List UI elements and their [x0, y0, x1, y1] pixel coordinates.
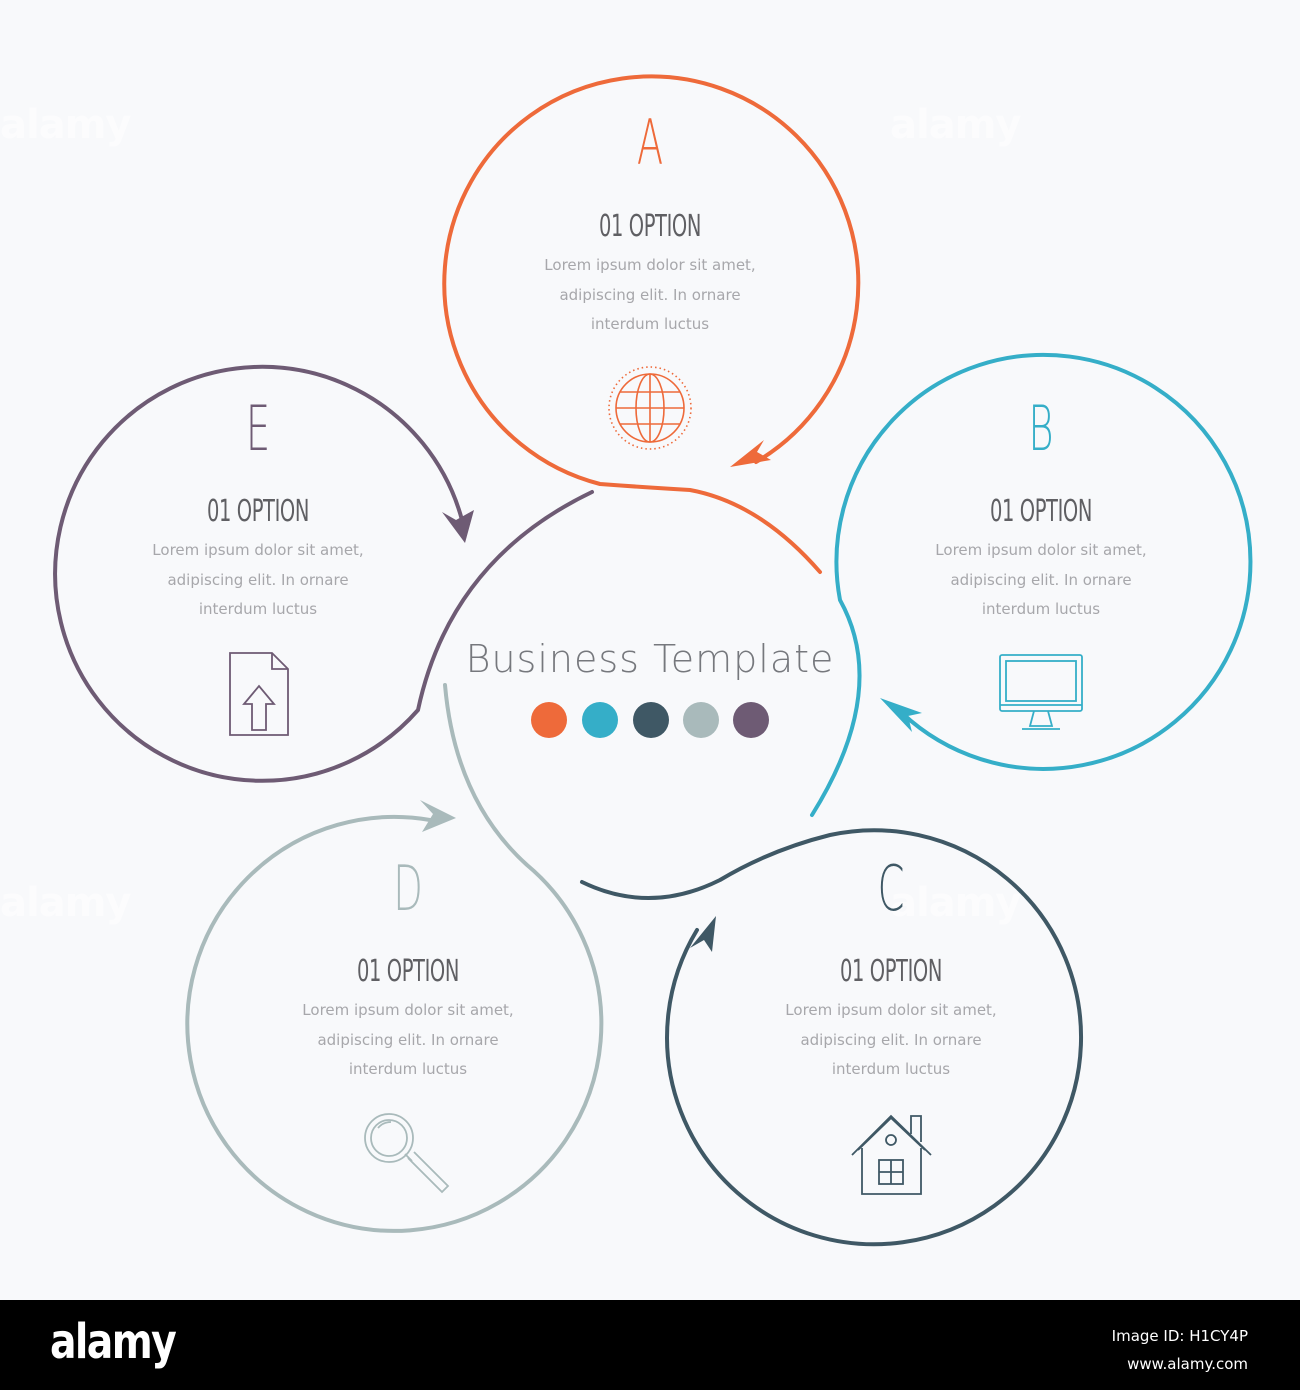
step-e-line: adipiscing elit. In ornare [167, 570, 349, 589]
step-c-option: 01 OPTION [839, 954, 943, 989]
step-d-option: 01 OPTION [356, 954, 460, 989]
step-d-line: Lorem ipsum dolor sit amet, [302, 1001, 514, 1019]
step-b-arrow [880, 698, 922, 732]
step-a-text: Lorem ipsum dolor sit amet, adipiscing e… [520, 251, 780, 340]
step-e-line: Lorem ipsum dolor sit amet, [152, 541, 364, 559]
step-c-letter: C [877, 852, 905, 925]
step-c-line: Lorem ipsum dolor sit amet, [785, 1001, 997, 1019]
step-b-ring [810, 352, 1253, 817]
color-dot [582, 702, 618, 738]
footer-bar: alamy Image ID: H1CY4P www.alamy.com [0, 1300, 1300, 1390]
step-b-text: Lorem ipsum dolor sit amet, adipiscing e… [911, 536, 1171, 625]
center-title: Business Template [465, 637, 835, 681]
magnifier-icon [364, 1113, 450, 1194]
step-c-ring [580, 828, 1084, 1247]
step-a-line: interdum luctus [590, 315, 710, 333]
watermark: alamy [890, 880, 1021, 926]
step-e-option: 01 OPTION [206, 494, 310, 529]
step-e-letter: E [245, 392, 271, 465]
image-id: Image ID: H1CY4P [1111, 1327, 1248, 1345]
step-c-line: adipiscing elit. In ornare [800, 1030, 982, 1049]
step-b-line: interdum luctus [981, 600, 1101, 618]
step-b-letter: B [1028, 392, 1054, 465]
color-dot [531, 702, 567, 738]
step-c-text: Lorem ipsum dolor sit amet, adipiscing e… [761, 996, 1021, 1085]
color-dot [633, 702, 669, 738]
footer-logo: alamy [50, 1314, 177, 1370]
step-c-line: interdum luctus [831, 1060, 951, 1078]
step-b-option: 01 OPTION [989, 494, 1093, 529]
file-upload-icon [229, 652, 289, 736]
step-c-arrow [690, 916, 716, 952]
step-a-option: 01 OPTION [598, 209, 702, 244]
color-dot [733, 702, 769, 738]
globe-icon [608, 366, 692, 450]
step-b-line: Lorem ipsum dolor sit amet, [935, 541, 1147, 559]
step-e-line: interdum luctus [198, 600, 318, 618]
step-e-text: Lorem ipsum dolor sit amet, adipiscing e… [128, 536, 388, 625]
step-a-line: adipiscing elit. In ornare [559, 285, 741, 304]
step-e-ring [53, 364, 594, 783]
step-b-line: adipiscing elit. In ornare [950, 570, 1132, 589]
watermark: alamy [0, 102, 131, 148]
step-a-line: Lorem ipsum dolor sit amet, [544, 256, 756, 274]
step-d-text: Lorem ipsum dolor sit amet, adipiscing e… [278, 996, 538, 1085]
footer-info: Image ID: H1CY4P www.alamy.com [1112, 1322, 1248, 1378]
step-e-arrow [442, 510, 474, 543]
step-d-arrow [420, 800, 456, 832]
infographic-canvas: alamy alamy alamy alamy A 01 OPTION Lore… [0, 74, 1253, 1247]
step-a-arrow [730, 440, 771, 467]
color-dots [531, 702, 769, 738]
step-a-letter: A [636, 106, 664, 179]
step-d-line: adipiscing elit. In ornare [317, 1030, 499, 1049]
site-url: www.alamy.com [1127, 1355, 1248, 1373]
house-icon [851, 1114, 932, 1195]
step-a-ring [442, 74, 861, 574]
step-d-letter: D [393, 852, 423, 925]
monitor-icon [999, 654, 1083, 730]
watermark: alamy [0, 880, 131, 926]
watermark: alamy [890, 102, 1021, 148]
cycle-diagram [53, 74, 1253, 1247]
color-dot [683, 702, 719, 738]
step-d-line: interdum luctus [348, 1060, 468, 1078]
step-d-ring [185, 683, 604, 1233]
